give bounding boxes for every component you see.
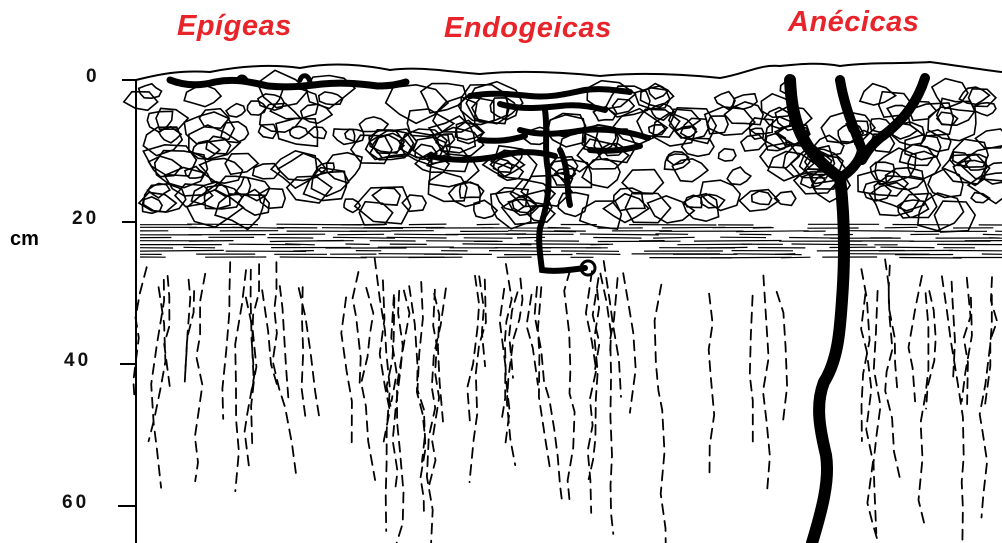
root-trace	[763, 276, 770, 491]
band-stroke	[548, 228, 569, 229]
band-stroke	[677, 244, 752, 245]
soil-aggregate	[727, 167, 751, 185]
band-stroke	[189, 241, 234, 242]
band-stroke	[707, 247, 748, 248]
soil-aggregate	[860, 84, 896, 105]
soil-aggregate	[937, 112, 958, 125]
band-stroke	[333, 237, 395, 238]
root-trace	[984, 277, 997, 410]
root-trace	[623, 273, 636, 413]
soil-aggregate	[474, 200, 497, 218]
band-stroke	[879, 250, 953, 251]
root-trace	[600, 274, 611, 355]
root-trace	[391, 295, 396, 401]
band-stroke	[409, 224, 447, 225]
root-trace	[361, 288, 375, 480]
soil-aggregate	[333, 129, 355, 145]
band-stroke	[736, 231, 809, 232]
soil-aggregate	[622, 170, 663, 194]
root-trace	[380, 280, 390, 444]
band-stroke	[781, 257, 811, 258]
band-stroke	[590, 244, 613, 245]
band-stroke	[775, 254, 795, 255]
root-trace	[429, 290, 439, 485]
band-stroke	[593, 238, 641, 239]
root-trace	[195, 274, 205, 481]
soil-aggregate	[184, 85, 221, 106]
root-trace	[418, 282, 426, 518]
root-trace	[353, 272, 361, 384]
soil-aggregate	[386, 85, 448, 124]
soil-aggregate	[344, 199, 360, 213]
root-trace	[709, 294, 715, 473]
depth-axis	[118, 80, 136, 543]
band-stroke	[387, 237, 447, 238]
band-stroke	[694, 241, 781, 242]
soil-aggregate	[715, 92, 735, 110]
soil-aggregate	[258, 94, 284, 110]
soil-aggregate	[247, 101, 266, 115]
band-stroke	[140, 250, 224, 251]
root-trace	[341, 297, 352, 445]
root-trace	[273, 262, 296, 474]
root-trace	[980, 295, 992, 518]
soil-transition-band	[140, 224, 1002, 258]
root-trace	[919, 293, 929, 526]
soil-aggregate	[975, 103, 996, 116]
root-trace	[874, 291, 881, 534]
band-stroke	[899, 258, 962, 259]
soil-aggregate	[226, 104, 245, 117]
band-stroke	[184, 247, 216, 248]
root-trace	[375, 258, 390, 531]
root-trace	[222, 262, 230, 419]
root-trace	[909, 276, 922, 402]
soil-aggregate	[725, 102, 764, 125]
root-trace	[235, 270, 246, 491]
root-trace	[655, 285, 666, 543]
band-stroke	[792, 244, 868, 245]
root-trace	[149, 287, 166, 441]
root-trace	[586, 271, 596, 513]
subsoil-root-traces	[133, 258, 997, 543]
band-stroke	[342, 224, 387, 225]
soil-aggregate	[707, 116, 728, 134]
soil-aggregate	[752, 191, 772, 204]
soil-aggregate	[139, 84, 162, 98]
band-stroke	[885, 227, 918, 228]
band-stroke	[989, 238, 1002, 239]
soil-aggregate	[319, 92, 343, 105]
soil-aggregate	[719, 149, 736, 161]
soil-aggregate	[739, 190, 778, 212]
root-trace	[885, 266, 899, 477]
soil-aggregate	[200, 159, 243, 184]
band-stroke	[848, 231, 914, 232]
band-stroke	[653, 237, 695, 238]
band-stroke	[576, 254, 620, 255]
root-trace	[777, 292, 787, 425]
band-stroke	[280, 257, 367, 258]
band-stroke	[711, 257, 792, 258]
root-trace	[527, 295, 538, 385]
band-stroke	[580, 234, 659, 235]
band-stroke	[187, 224, 258, 225]
soil-aggregate	[649, 125, 666, 135]
root-trace	[564, 271, 574, 502]
soil-aggregate	[558, 193, 588, 217]
soil-aggregate	[875, 148, 916, 184]
band-stroke	[232, 227, 285, 228]
root-trace	[750, 296, 753, 443]
burrow-epigeas	[170, 76, 406, 87]
soil-aggregate	[975, 129, 1002, 148]
soil-aggregate	[402, 195, 426, 211]
root-trace	[397, 291, 410, 543]
soil-aggregate	[253, 164, 281, 179]
root-trace	[409, 286, 425, 462]
root-trace	[280, 286, 289, 397]
root-trace	[964, 278, 971, 404]
soil-aggregate	[775, 191, 796, 205]
